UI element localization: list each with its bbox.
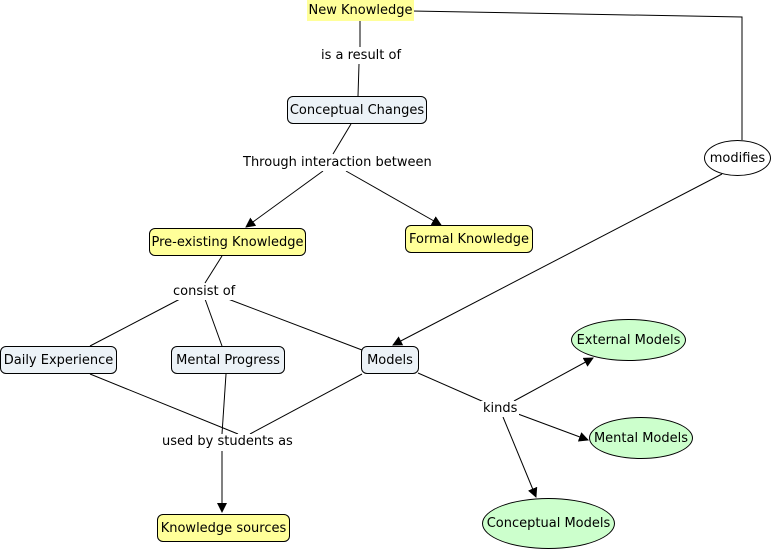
concept-modifies[interactable]: modifies bbox=[704, 140, 771, 176]
link-interaction-to-pre-existing bbox=[245, 170, 324, 228]
concept-mental-progress-label: Mental Progress bbox=[176, 352, 280, 368]
link-kinds-to-conceptual-models bbox=[502, 416, 538, 498]
concept-mental-progress[interactable]: Mental Progress bbox=[171, 346, 285, 374]
concept-daily-experience[interactable]: Daily Experience bbox=[0, 346, 117, 374]
link-result-label-to-conceptual-changes bbox=[357, 63, 360, 97]
concept-conceptual-models-label: Conceptual Models bbox=[486, 516, 611, 531]
link-new-knowledge-to-modifies bbox=[411, 10, 743, 140]
link-label-used-by-students[interactable]: used by students as bbox=[160, 434, 295, 450]
link-conceptual-changes-to-interaction-label bbox=[332, 123, 352, 155]
concept-mental-models-label: Mental Models bbox=[593, 430, 689, 446]
concept-formal-knowledge[interactable]: Formal Knowledge bbox=[405, 225, 533, 253]
concept-daily-experience-label: Daily Experience bbox=[3, 352, 114, 368]
concept-models[interactable]: Models bbox=[361, 346, 419, 374]
link-label-kinds[interactable]: kinds bbox=[481, 401, 520, 417]
concept-modifies-label: modifies bbox=[709, 150, 766, 166]
concept-conceptual-changes-label: Conceptual Changes bbox=[289, 102, 425, 118]
concept-models-label: Models bbox=[367, 352, 413, 368]
link-label-through-interaction[interactable]: Through interaction between bbox=[241, 155, 434, 171]
concept-conceptual-changes[interactable]: Conceptual Changes bbox=[287, 96, 427, 124]
link-models-to-kinds-label bbox=[417, 372, 485, 403]
concept-new-knowledge-label: New Knowledge bbox=[308, 3, 413, 18]
concept-external-models[interactable]: External Models bbox=[571, 319, 686, 361]
link-kinds-to-mental-models bbox=[517, 413, 589, 442]
link-consist-to-mental-progress bbox=[204, 298, 223, 347]
link-consist-to-models bbox=[227, 298, 363, 351]
concept-mental-models[interactable]: Mental Models bbox=[589, 417, 693, 459]
link-pre-existing-to-consist-label bbox=[204, 255, 223, 284]
concept-knowledge-sources[interactable]: Knowledge sources bbox=[157, 514, 290, 542]
concept-formal-knowledge-label: Formal Knowledge bbox=[409, 231, 529, 247]
link-label-is-result-of[interactable]: is a result of bbox=[319, 48, 404, 64]
link-mental-progress-to-used-label bbox=[221, 373, 227, 435]
link-consist-to-daily bbox=[89, 298, 181, 347]
link-models-to-used-label bbox=[249, 373, 363, 435]
concept-conceptual-models[interactable]: Conceptual Models bbox=[482, 498, 615, 549]
link-label-consist-of[interactable]: consist of bbox=[171, 284, 238, 300]
concept-new-knowledge[interactable]: New Knowledge bbox=[307, 0, 414, 21]
concept-pre-existing-knowledge[interactable]: Pre-existing Knowledge bbox=[149, 228, 306, 256]
link-interaction-to-formal bbox=[345, 170, 442, 226]
concept-external-models-label: External Models bbox=[576, 332, 681, 348]
link-daily-to-used-label bbox=[89, 373, 239, 435]
concept-pre-existing-knowledge-label: Pre-existing Knowledge bbox=[151, 234, 304, 250]
link-kinds-to-external bbox=[513, 357, 594, 402]
concept-knowledge-sources-label: Knowledge sources bbox=[160, 520, 287, 536]
link-modifies-to-models bbox=[392, 173, 723, 346]
